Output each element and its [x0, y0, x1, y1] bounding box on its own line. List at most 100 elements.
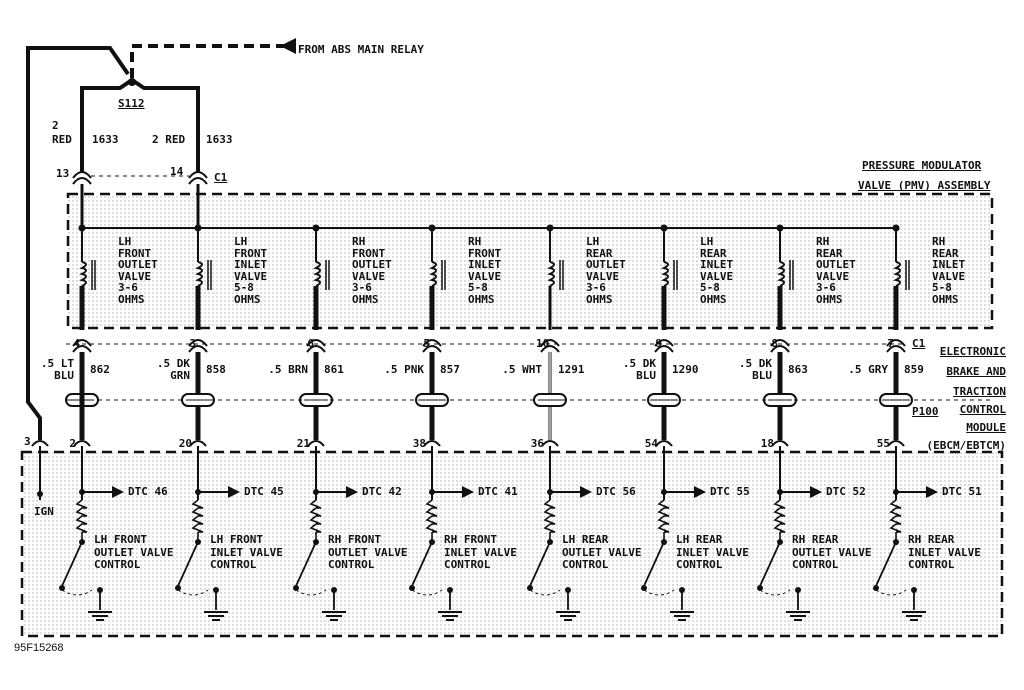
wire-circuit-8: 859	[904, 363, 924, 376]
ebcm-pin-label-6: 54	[644, 437, 658, 450]
pmv-pin-8: 7	[887, 337, 894, 350]
switch-bottom-node-4	[527, 585, 533, 591]
control-label-7: RH REAR OUTLET VALVE CONTROL	[792, 533, 872, 571]
ebcm-module-box	[20, 450, 1004, 638]
control-label-4: RH FRONT INLET VALVE CONTROL	[444, 533, 517, 571]
switch-blade-7	[875, 541, 897, 587]
ebcm-pin-7	[887, 440, 905, 447]
module-title-line1: ELECTRONIC	[939, 345, 1006, 358]
relay-arrow-icon	[280, 38, 296, 54]
wire-circuit-3: 861	[324, 363, 344, 376]
wire-circuit-5: 1291	[558, 363, 585, 376]
p100-label: P100	[912, 405, 939, 418]
valve-label-1: LH FRONT OUTLET VALVE 3-6 OHMS	[118, 235, 158, 306]
control-label-6: LH REAR INLET VALVE CONTROL	[676, 533, 749, 571]
valve-label-4: RH FRONT INLET VALVE 5-8 OHMS	[468, 235, 502, 306]
feed-2-circuit: 1633	[206, 133, 233, 146]
dtc-label-8: DTC 51	[942, 485, 982, 498]
module-title-line6: (EBCM/EBTCM)	[926, 439, 1006, 452]
ebcm-pin-6	[771, 440, 789, 447]
figure-id: 95F15268	[14, 642, 64, 654]
wire-color-4: .5 PNK	[384, 363, 424, 376]
c1-top-label: C1	[214, 171, 228, 184]
feed-1-gauge: 2	[52, 119, 59, 132]
switch-link-5	[643, 589, 675, 596]
module-title-line2: BRAKE AND	[946, 365, 1006, 378]
coil-icon-5	[661, 261, 669, 287]
dtc-label-2: DTC 45	[244, 485, 284, 498]
wire-color-8: .5 GRY	[848, 363, 888, 376]
switch-blade-3	[411, 541, 433, 587]
feed-2-gauge: 2 RED	[152, 133, 186, 146]
module-title-line3: TRACTION	[953, 385, 1006, 398]
pmv-pin-1: 4	[73, 337, 80, 350]
dtc-arrow-icon-5	[694, 486, 706, 498]
switch-blade-5	[643, 541, 665, 587]
wire-color-2: .5 DK GRN	[156, 357, 190, 382]
ign-pin: 3	[24, 435, 31, 448]
switch-link-7	[875, 589, 907, 596]
connector-c1-inner-3	[422, 345, 442, 353]
connector-c1-inner-6	[770, 345, 790, 353]
wire-circuit-2: 858	[206, 363, 226, 376]
control-label-3: RH FRONT OUTLET VALVE CONTROL	[328, 533, 408, 571]
dtc-arrow-icon-2	[346, 486, 358, 498]
ebcm-pin-4	[541, 440, 559, 447]
switch-link-3	[411, 589, 443, 596]
feed-1-color: RED	[52, 133, 72, 146]
coil-icon-7	[893, 261, 901, 287]
connector-c1-7	[886, 339, 906, 347]
assembly-title-line1: PRESSURE MODULATOR	[862, 159, 982, 172]
switch-blade-0	[61, 541, 83, 587]
ebcm-pin-label-2: 20	[178, 437, 192, 450]
switch-bottom-node-1	[175, 585, 181, 591]
ebcm-pin-2	[307, 440, 325, 447]
dtc-label-1: DTC 46	[128, 485, 168, 498]
ebcm-pin-5	[655, 440, 673, 447]
feed-2-pin: 14	[170, 165, 184, 178]
wire-color-6: .5 DK BLU	[622, 357, 656, 382]
relay-label: FROM ABS MAIN RELAY	[298, 43, 424, 56]
pmv-pin-6: 9	[655, 337, 662, 350]
switch-bottom-node-7	[873, 585, 879, 591]
switch-link-4	[529, 589, 561, 596]
connector-c1-inner-7	[886, 345, 906, 353]
coil-icon-3	[429, 261, 437, 287]
switch-blade-1	[177, 541, 199, 587]
valve-label-8: RH REAR INLET VALVE 5-8 OHMS	[932, 235, 966, 306]
ebcm-pin-label-4: 38	[412, 437, 426, 450]
ebcm-pin-label-5: 36	[530, 437, 544, 450]
ebcm-pin-1	[189, 440, 207, 447]
connector-c1-3	[422, 339, 442, 347]
pullup-resistor-icon-7	[889, 499, 902, 533]
connector-c1-top-inner-1	[188, 177, 208, 185]
dtc-label-7: DTC 52	[826, 485, 866, 498]
pullup-resistor-icon-0	[75, 499, 88, 533]
pmv-pin-7: 8	[771, 337, 778, 350]
switch-blade-6	[759, 541, 781, 587]
connector-c1-5	[654, 339, 674, 347]
ebcm-pin-label-1: 2	[69, 437, 76, 450]
pmv-assembly-box	[66, 192, 994, 330]
switch-bottom-node-3	[409, 585, 415, 591]
ign-label: IGN	[34, 505, 54, 518]
pullup-resistor-icon-3	[425, 499, 438, 533]
wire-color-7: .5 DK BLU	[738, 357, 772, 382]
dtc-label-3: DTC 42	[362, 485, 402, 498]
dtc-arrow-icon-6	[810, 486, 822, 498]
valve-label-5: LH REAR OUTLET VALVE 3-6 OHMS	[586, 235, 626, 306]
switch-link-6	[759, 589, 791, 596]
valve-label-3: RH FRONT OUTLET VALVE 3-6 OHMS	[352, 235, 392, 306]
control-label-1: LH FRONT OUTLET VALVE CONTROL	[94, 533, 174, 571]
dtc-label-4: DTC 41	[478, 485, 518, 498]
pullup-resistor-icon-2	[309, 499, 322, 533]
pmv-pin-5: 10	[536, 337, 550, 350]
connector-c1-inner-1	[188, 345, 208, 353]
dtc-label-6: DTC 55	[710, 485, 750, 498]
coil-icon-2	[313, 261, 321, 287]
dtc-arrow-icon-4	[580, 486, 592, 498]
switch-blade-2	[295, 541, 317, 587]
dtc-arrow-icon-0	[112, 486, 124, 498]
connector-c1-top-inner-0	[72, 177, 92, 185]
